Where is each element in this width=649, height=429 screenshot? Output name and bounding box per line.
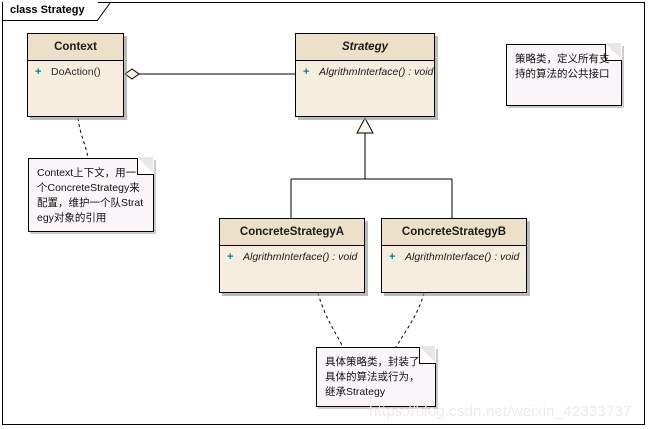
- member-signature: AlgrithmInterface() : void: [319, 65, 434, 78]
- note-context-text: Context上下文，用一个ConcreteStrategy来配置，维护一个队S…: [37, 167, 144, 224]
- class-name-concrete-strategy-b: ConcreteStrategyB: [401, 226, 507, 238]
- class-body-concrete-strategy-a: + AlgrithmInterface() : void: [220, 246, 364, 292]
- diagram-frame-tab: [2, 2, 98, 21]
- visibility-marker: +: [303, 65, 310, 78]
- note-fold-corner-icon: [137, 157, 154, 175]
- visibility-marker: +: [389, 250, 396, 263]
- class-header-strategy: Strategy: [296, 34, 434, 61]
- diagram-frame-tab-corner: [97, 2, 111, 21]
- note-fold-corner-icon: [605, 43, 622, 61]
- class-box-context[interactable]: Context + DoAction(): [27, 33, 124, 117]
- class-header-context: Context: [28, 34, 123, 61]
- note-context[interactable]: Context上下文，用一个ConcreteStrategy来配置，维护一个队S…: [28, 157, 154, 232]
- class-name-concrete-strategy-a: ConcreteStrategyA: [239, 226, 345, 238]
- note-fold-corner-icon: [419, 346, 436, 364]
- class-box-concrete-strategy-b[interactable]: ConcreteStrategyB + AlgrithmInterface() …: [381, 218, 527, 293]
- visibility-marker: +: [35, 65, 42, 78]
- diagram-frame: [2, 2, 645, 425]
- member-signature: AlgrithmInterface() : void: [243, 250, 358, 263]
- note-concrete[interactable]: 具体策略类，封装了具体的算法或行为，继承Strategy: [316, 346, 436, 407]
- class-member-row: + AlgrithmInterface() : void: [382, 246, 526, 267]
- note-strategy[interactable]: 策略类，定义所有支持的算法的公共接口: [506, 43, 622, 106]
- note-strategy-text: 策略类，定义所有支持的算法的公共接口: [515, 53, 610, 80]
- class-body-strategy: + AlgrithmInterface() : void: [296, 61, 434, 116]
- class-box-strategy[interactable]: Strategy + AlgrithmInterface() : void: [295, 33, 435, 117]
- class-member-row: + AlgrithmInterface() : void: [220, 246, 364, 267]
- visibility-marker: +: [227, 250, 234, 263]
- note-concrete-text: 具体策略类，封装了具体的算法或行为，继承Strategy: [325, 356, 420, 398]
- diagram-frame-label: class Strategy: [10, 4, 85, 16]
- class-member-row: + AlgrithmInterface() : void: [296, 61, 434, 82]
- class-body-context: + DoAction(): [28, 61, 123, 116]
- class-member-row: + DoAction(): [28, 61, 123, 82]
- class-box-concrete-strategy-a[interactable]: ConcreteStrategyA + AlgrithmInterface() …: [219, 218, 365, 293]
- class-name-context: Context: [54, 41, 97, 53]
- class-header-concrete-strategy-b: ConcreteStrategyB: [382, 219, 526, 246]
- member-signature: DoAction(): [51, 65, 101, 78]
- member-signature: AlgrithmInterface() : void: [405, 250, 520, 263]
- class-header-concrete-strategy-a: ConcreteStrategyA: [220, 219, 364, 246]
- class-body-concrete-strategy-b: + AlgrithmInterface() : void: [382, 246, 526, 292]
- frame-tab-diagonal-icon: [97, 2, 111, 21]
- watermark: https://blog.csdn.net/weixin_42333737: [369, 403, 632, 420]
- class-name-strategy: Strategy: [341, 41, 389, 53]
